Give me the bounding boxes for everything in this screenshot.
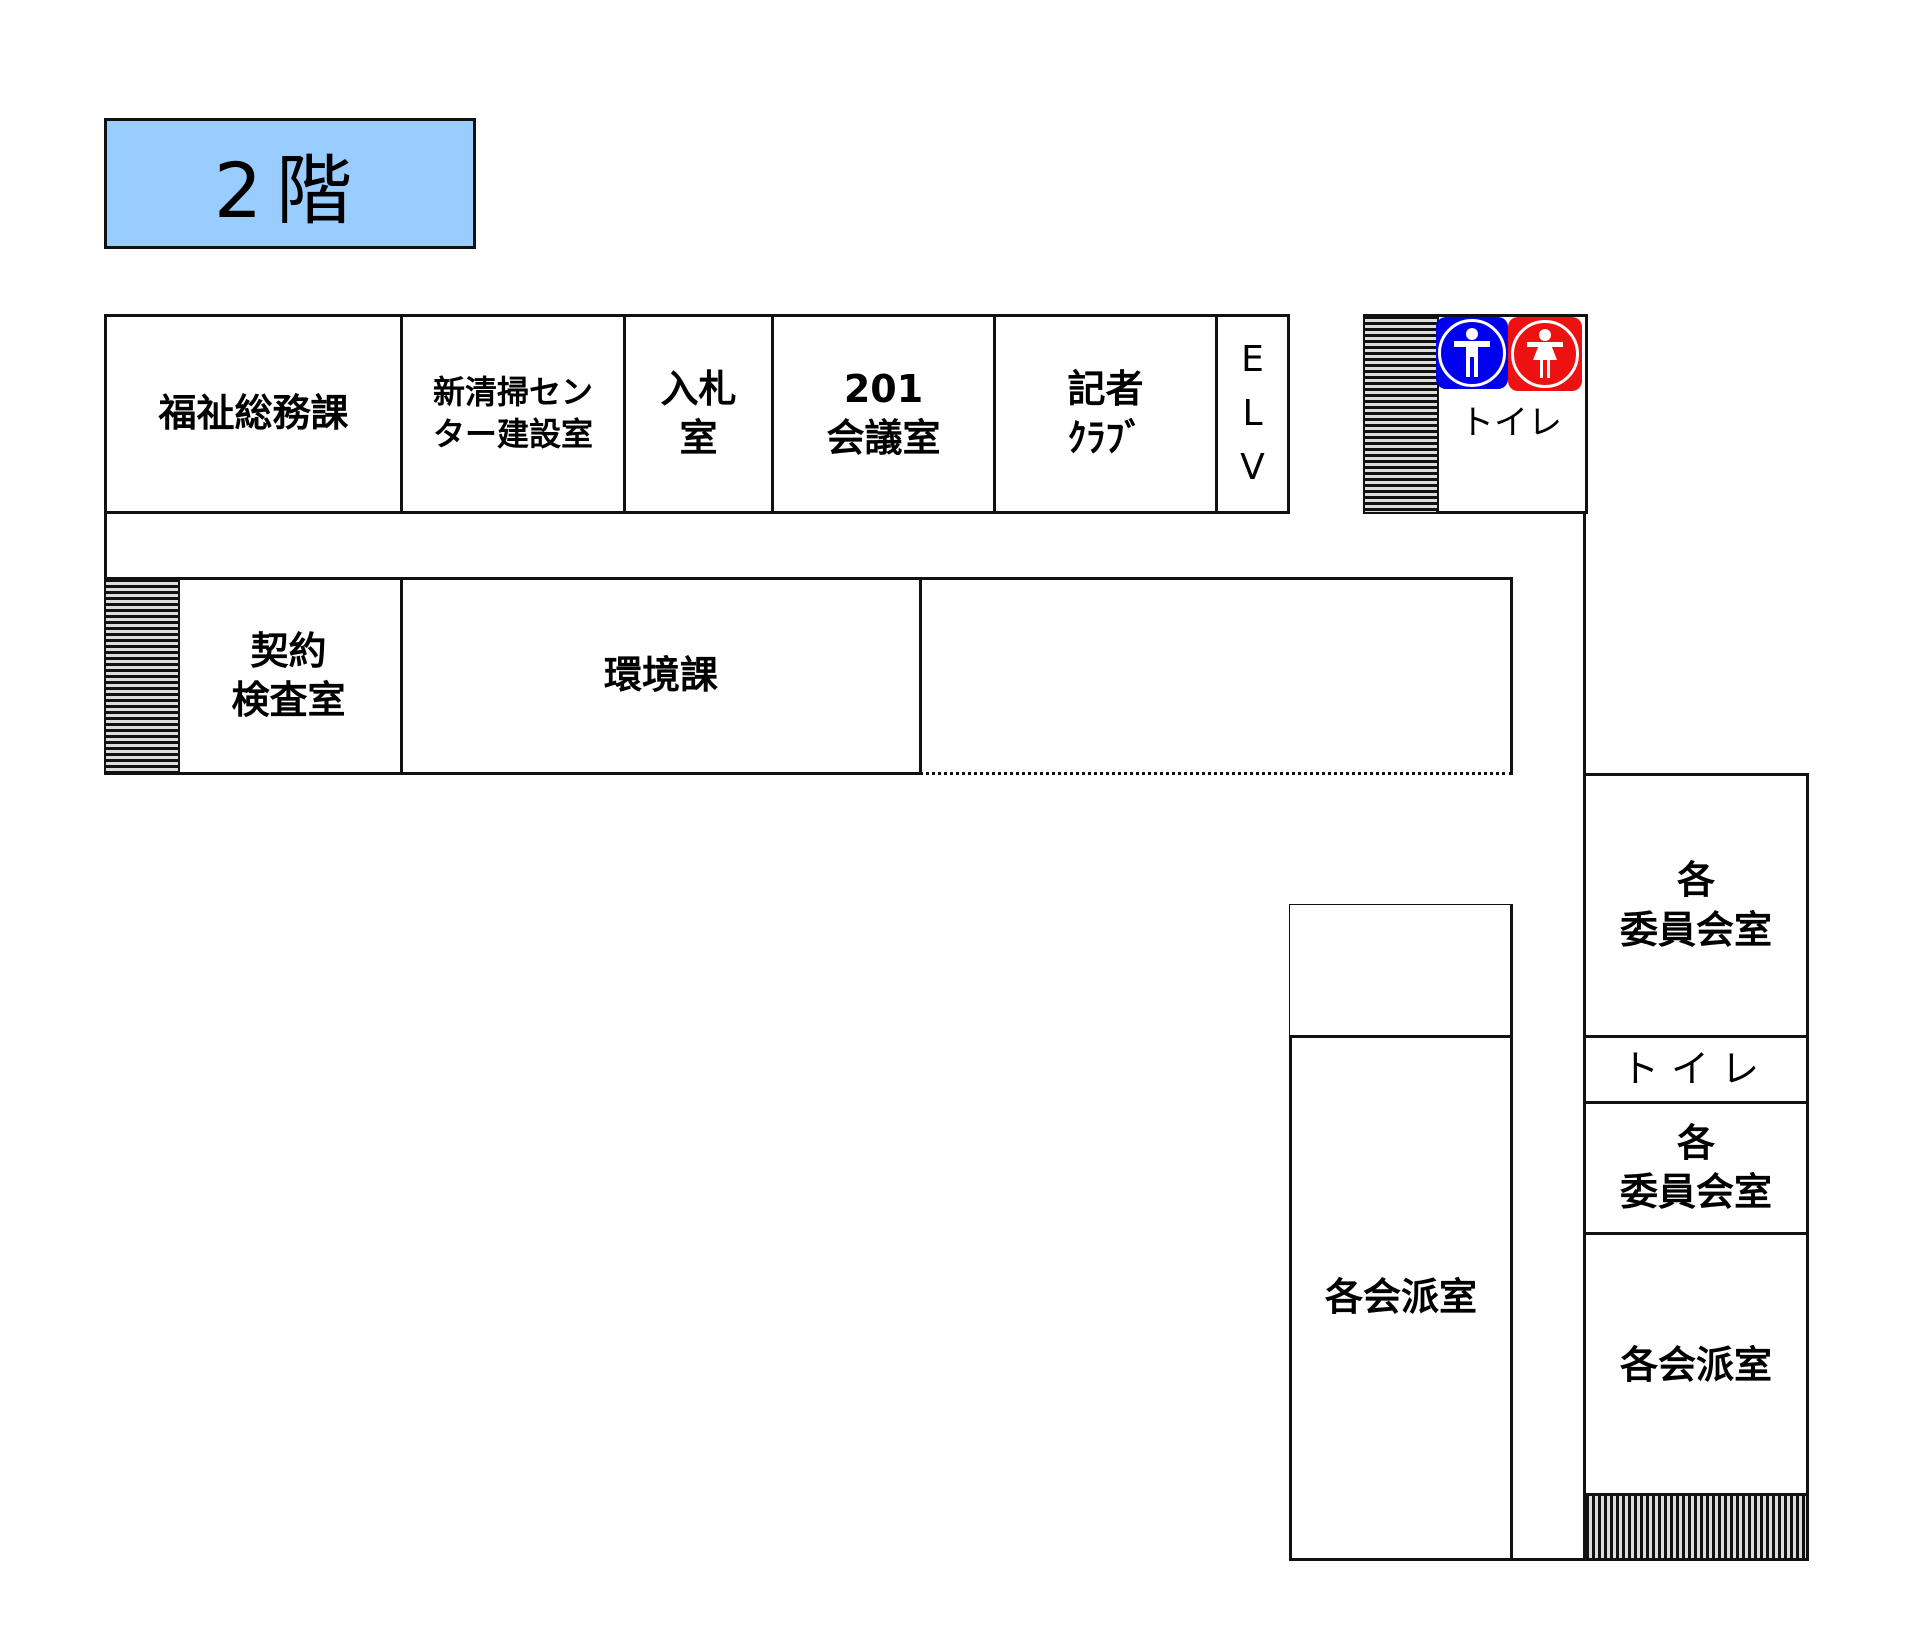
room-faction-1[interactable]: 各会派室 bbox=[1289, 1035, 1513, 1561]
room-unlabeled[interactable] bbox=[919, 577, 1513, 775]
female-restroom-icon bbox=[1508, 317, 1582, 391]
room-press-club[interactable]: 記者 ｸﾗﾌﾞ bbox=[993, 314, 1218, 514]
stairs-left bbox=[104, 577, 180, 775]
room-cleaning-center[interactable]: 新清掃セン ター建設室 bbox=[400, 314, 626, 514]
corridor-bottom-wall bbox=[1510, 1558, 1586, 1561]
restroom-top[interactable]: トイレ bbox=[1436, 314, 1588, 514]
room-label: 環境課 bbox=[603, 653, 718, 698]
room-faction-2[interactable]: 各会派室 bbox=[1583, 1232, 1809, 1496]
room-committee-1[interactable]: 各 委員会室 bbox=[1583, 773, 1809, 1038]
room-committee-2[interactable]: 各 委員会室 bbox=[1583, 1101, 1809, 1235]
room-small[interactable] bbox=[1289, 904, 1513, 1038]
room-label: 福祉総務課 bbox=[158, 391, 349, 436]
room-contract-inspection[interactable]: 契約 検査室 bbox=[177, 577, 403, 775]
room-elevator[interactable]: E L V bbox=[1215, 314, 1290, 514]
room-label: 入札 室 bbox=[660, 366, 737, 460]
room-label: 各 委員会室 bbox=[1619, 1120, 1772, 1214]
stairs-bottom-right bbox=[1583, 1493, 1809, 1561]
room-label: 各 委員会室 bbox=[1619, 858, 1772, 952]
room-bidding[interactable]: 入札 室 bbox=[623, 314, 774, 514]
floor-title: 2階 bbox=[104, 118, 476, 249]
room-environment[interactable]: 環境課 bbox=[400, 577, 922, 775]
room-label: 201 会議室 bbox=[826, 366, 941, 460]
male-restroom-icon bbox=[1436, 317, 1508, 389]
room-label: 契約 検査室 bbox=[231, 628, 346, 722]
room-conference-201[interactable]: 201 会議室 bbox=[771, 314, 996, 514]
room-label: 各会派室 bbox=[1324, 1275, 1477, 1320]
room-label: 各会派室 bbox=[1619, 1342, 1772, 1387]
room-welfare[interactable]: 福祉総務課 bbox=[104, 314, 403, 514]
restroom-label: トイレ bbox=[1460, 403, 1562, 443]
room-restroom-2[interactable]: トイレ bbox=[1583, 1035, 1809, 1104]
room-label: 記者 ｸﾗﾌﾞ bbox=[1067, 366, 1144, 460]
room-label: E L V bbox=[1240, 339, 1265, 488]
stairs-top bbox=[1363, 314, 1439, 514]
corridor-wall-left bbox=[104, 511, 107, 579]
room-label: 新清掃セン ター建設室 bbox=[432, 373, 593, 453]
room-label: トイレ bbox=[1620, 1046, 1771, 1091]
